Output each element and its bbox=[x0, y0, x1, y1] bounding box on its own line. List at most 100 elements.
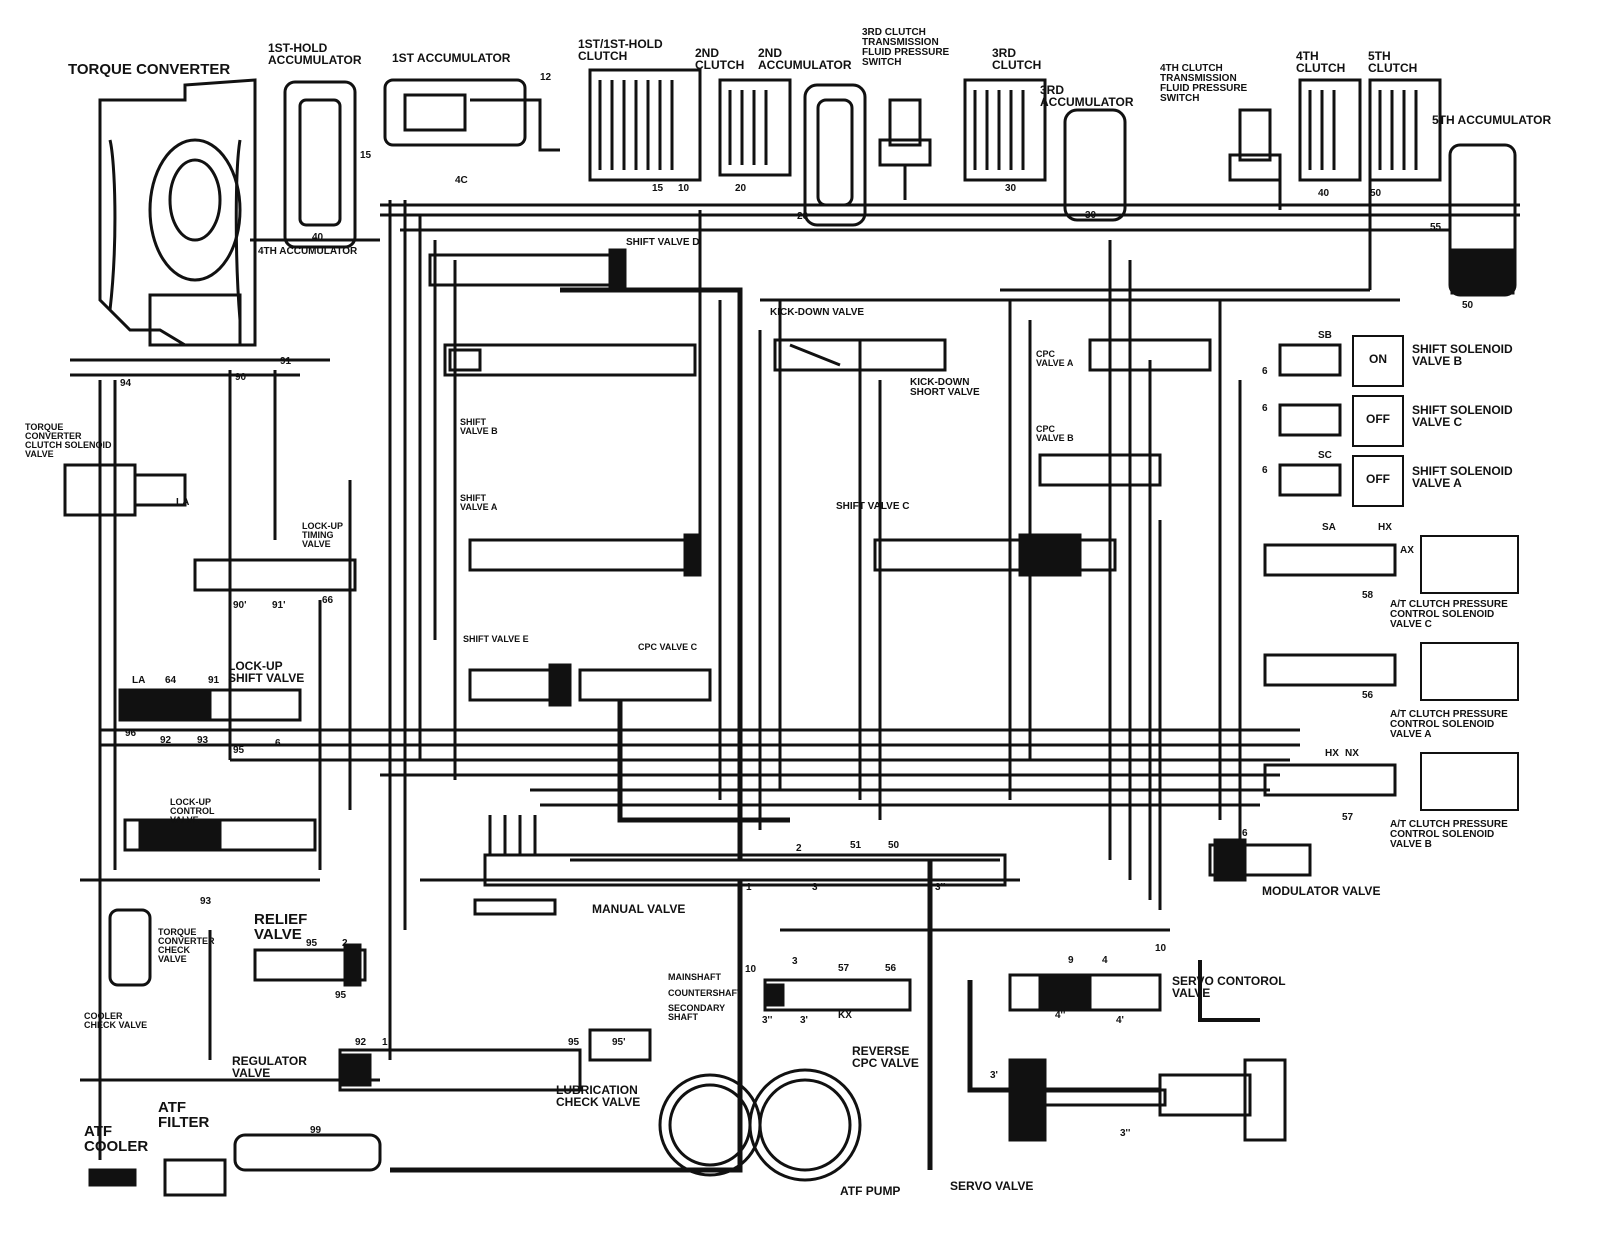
port-label: 51 bbox=[850, 840, 862, 851]
port-label: 6 bbox=[1262, 366, 1268, 377]
third-accumulator bbox=[1063, 108, 1127, 222]
port-label: 20 bbox=[797, 211, 809, 222]
label-hold-accumulator: 1ST-HOLD ACCUMULATOR bbox=[268, 41, 362, 67]
port-label: 95 bbox=[335, 990, 347, 1001]
port-label: 92 bbox=[355, 1037, 367, 1048]
regulator-valve bbox=[338, 1048, 582, 1092]
label-lockup-shift-valve: LOCK-UP SHIFT VALVE bbox=[228, 659, 305, 685]
label-tc-check-valve: TORQUE CONVERTER CHECK VALVE bbox=[158, 927, 215, 964]
port-label: 93 bbox=[200, 896, 212, 907]
port-label: 90 bbox=[235, 372, 247, 383]
fifth-clutch bbox=[1368, 78, 1442, 182]
label-at-cpc-solenoid-b: A/T CLUTCH PRESSURE CONTROL SOLENOID VAL… bbox=[1390, 819, 1508, 850]
at-cpc-solenoid-b-box bbox=[1420, 752, 1519, 811]
shift-valve-b bbox=[443, 343, 697, 377]
at-cpc-solenoid-a-body bbox=[1263, 653, 1397, 687]
port-label: 3'' bbox=[1120, 1128, 1131, 1139]
at-cpc-solenoid-b-body bbox=[1263, 763, 1397, 797]
port-label: 40 bbox=[1318, 188, 1330, 199]
label-secondary-shaft: SECONDARY SHAFT bbox=[668, 1003, 726, 1022]
port-label: 3'' bbox=[935, 882, 946, 893]
label-shift-solenoid-b: SHIFT SOLENOID VALVE B bbox=[1412, 342, 1513, 368]
label-fifth-accumulator: 5TH ACCUMULATOR bbox=[1432, 113, 1552, 127]
port-label: 3'' bbox=[762, 1015, 773, 1026]
atf-pump-gear-right bbox=[748, 1068, 862, 1182]
port-label: 10 bbox=[678, 183, 690, 194]
label-kickdown-short-valve: KICK-DOWN SHORT VALVE bbox=[910, 377, 980, 398]
port-label: 66 bbox=[322, 595, 334, 606]
port-label: SC bbox=[1318, 450, 1332, 461]
port-label: 3 bbox=[812, 882, 818, 893]
hold-accumulator bbox=[283, 80, 357, 249]
label-first-accumulator: 1ST ACCUMULATOR bbox=[392, 51, 511, 65]
port-label: AX bbox=[1400, 545, 1414, 556]
torque-converter-housing bbox=[98, 78, 257, 347]
port-label: 99 bbox=[310, 1125, 322, 1136]
second-clutch bbox=[718, 78, 792, 177]
shift-solenoid-a-body bbox=[1278, 463, 1342, 497]
port-label: 3 bbox=[792, 956, 798, 967]
port-label: 10 bbox=[745, 964, 757, 975]
label-second-accumulator: 2ND ACCUMULATOR bbox=[758, 46, 852, 72]
shift-solenoid-b-body bbox=[1278, 343, 1342, 377]
atf-filter bbox=[163, 1158, 227, 1197]
port-label: 4' bbox=[1116, 1015, 1124, 1026]
label-mainshaft: MAINSHAFT bbox=[668, 972, 721, 982]
port-label: 2 bbox=[796, 843, 802, 854]
port-label: 3' bbox=[800, 1015, 808, 1026]
port-label: SB bbox=[1318, 330, 1332, 341]
port-label: 91 bbox=[208, 675, 220, 686]
port-label: 1 bbox=[746, 882, 752, 893]
port-label: SA bbox=[1322, 522, 1336, 533]
shift-solenoid-c-state: OFF bbox=[1366, 412, 1390, 426]
label-shift-valve-d: SHIFT VALVE D bbox=[626, 237, 700, 248]
torque-converter-turbine bbox=[148, 138, 242, 282]
label-third-accumulator: 3RD ACCUMULATOR bbox=[1040, 83, 1134, 109]
port-label: 91 bbox=[280, 356, 292, 367]
label-third-clutch: 3RD CLUTCH bbox=[992, 46, 1042, 72]
port-label: 30 bbox=[1085, 210, 1097, 221]
label-fourth-accumulator: 4TH ACCUMULATOR bbox=[258, 246, 358, 257]
label-first-hold-clutch: 1ST/1ST-HOLD CLUTCH bbox=[578, 37, 663, 63]
label-shift-valve-a: SHIFT VALVE A bbox=[460, 493, 498, 512]
port-label: 90' bbox=[233, 600, 247, 611]
label-fourth-pressure-switch: 4TH CLUTCH TRANSMISSION FLUID PRESSURE S… bbox=[1160, 63, 1248, 104]
port-label: 12 bbox=[540, 72, 552, 83]
label-shift-solenoid-a: SHIFT SOLENOID VALVE A bbox=[1412, 464, 1513, 490]
port-label: 3' bbox=[990, 1070, 998, 1081]
port-label: 30 bbox=[1005, 183, 1017, 194]
port-label: 6 bbox=[275, 738, 281, 749]
label-relief-valve: RELIEF VALVE bbox=[254, 911, 308, 943]
label-manual-valve: MANUAL VALVE bbox=[592, 902, 686, 916]
port-label: LA bbox=[176, 497, 190, 508]
at-cpc-solenoid-a-box bbox=[1420, 642, 1519, 701]
port-label: 56 bbox=[1362, 690, 1374, 701]
label-kickdown-valve: KICK-DOWN VALVE bbox=[770, 307, 865, 318]
port-label: 95 bbox=[568, 1037, 580, 1048]
port-label: 96 bbox=[125, 728, 137, 739]
label-tcc-solenoid: TORQUE CONVERTER CLUTCH SOLENOID VALVE bbox=[25, 422, 112, 459]
port-label: 10 bbox=[1155, 943, 1167, 954]
port-label: 4C bbox=[455, 175, 468, 186]
label-cpc-valve-a: CPC VALVE A bbox=[1036, 349, 1074, 368]
third-pressure-switch bbox=[888, 98, 922, 147]
port-label: 50 bbox=[1462, 300, 1474, 311]
shift-solenoid-a-box bbox=[1352, 455, 1404, 507]
reverse-cpc-valve bbox=[763, 978, 912, 1012]
label-cooler-check-valve: COOLER CHECK VALVE bbox=[84, 1011, 148, 1030]
fifth-accumulator bbox=[1448, 143, 1517, 297]
first-hold-clutch bbox=[588, 68, 702, 182]
modulator-valve bbox=[1208, 843, 1312, 877]
port-label: NX bbox=[1345, 748, 1359, 759]
port-label: 6 bbox=[1242, 828, 1248, 839]
label-lockup-control-valve: LOCK-UP CONTROL VALVE bbox=[170, 797, 215, 825]
label-cpc-valve-c: CPC VALVE C bbox=[638, 642, 698, 652]
label-regulator-valve: REGULATOR VALVE bbox=[232, 1054, 307, 1080]
port-label: 92 bbox=[160, 735, 172, 746]
label-atf-cooler: ATF COOLER bbox=[84, 1123, 149, 1155]
port-label: 57 bbox=[838, 963, 850, 974]
port-label: 94 bbox=[120, 378, 132, 389]
label-lubrication-check-valve: LUBRICATION CHECK VALVE bbox=[556, 1083, 641, 1109]
manual-valve bbox=[483, 853, 1007, 887]
